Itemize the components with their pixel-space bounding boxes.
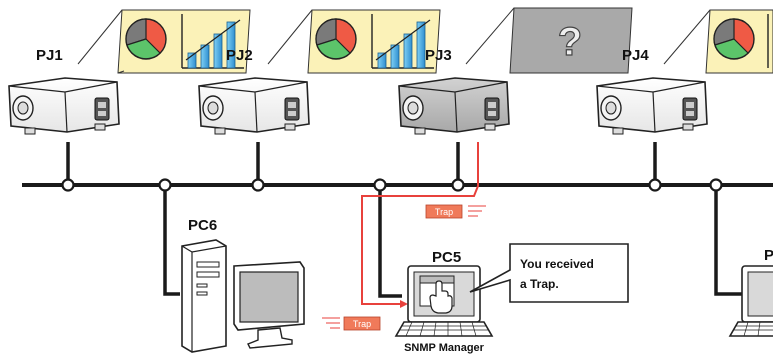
screen-pj1 (117, 9, 251, 74)
network-drops (66, 142, 745, 298)
bar-chart-icon (181, 14, 244, 69)
network-nodes (61, 178, 723, 192)
callout-line-1: You received (520, 257, 594, 271)
laptop-icon-right: P (728, 247, 773, 337)
projector-pj2: PJ2 (198, 9, 441, 135)
label-pc5: PC5 (432, 249, 461, 266)
trap-badge-1: Trap (425, 204, 486, 219)
label-pc6: PC6 (188, 217, 217, 234)
screen-pj2 (307, 9, 441, 74)
hand-cursor-icon (429, 280, 453, 314)
snmp-manager-label: SNMP Manager (404, 342, 485, 354)
svg-text:Trap: Trap (353, 319, 371, 329)
svg-text:Trap: Trap (435, 207, 453, 217)
trap-path (361, 142, 479, 305)
speech-callout-icon: You received a Trap. (469, 243, 629, 303)
pie-chart-icon (315, 18, 357, 60)
screen-pj3-unknown: ? (509, 7, 633, 74)
label-pj4: PJ4 (622, 47, 649, 64)
projector-pj4: PJ4 (596, 9, 773, 135)
label-pj3: PJ3 (425, 47, 452, 64)
trap-badge-2: Trap (322, 316, 381, 331)
pie-chart-icon (125, 18, 167, 60)
label-pc-right: P (764, 247, 773, 264)
unknown-screen-glyph: ? (558, 20, 582, 64)
bar-chart-icon (371, 14, 434, 69)
screen-pj4 (705, 9, 773, 74)
callout-line-2: a Trap. (520, 277, 559, 291)
label-pj1: PJ1 (36, 47, 63, 64)
pie-chart-icon (713, 18, 755, 60)
projector-pj1: PJ1 (8, 9, 251, 135)
desktop-pc-icon: PC6 (181, 217, 305, 353)
label-pj2: PJ2 (226, 47, 253, 64)
laptop-icon-pc5: PC5 SNMP Manager (394, 249, 494, 354)
projector-pj3: ? PJ3 (398, 7, 633, 135)
